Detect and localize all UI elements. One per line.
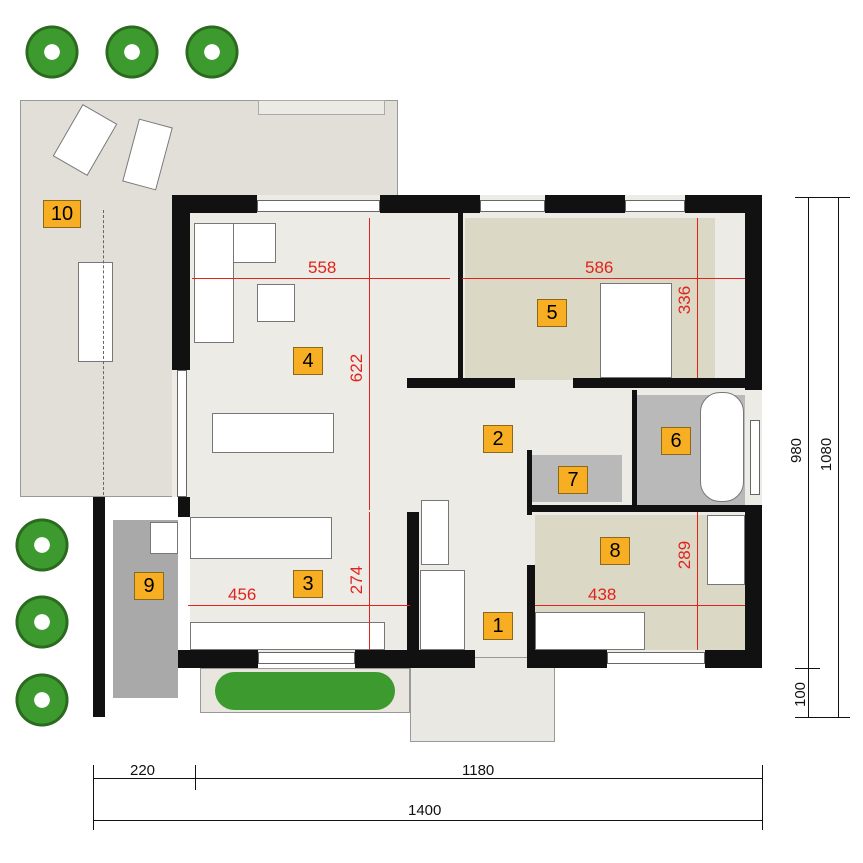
wall <box>178 650 258 668</box>
tree-icon <box>12 515 72 575</box>
dining-table <box>212 413 334 453</box>
window <box>480 200 545 212</box>
porch-depth-label: 100 <box>792 681 810 708</box>
wall <box>745 505 762 657</box>
wall <box>527 450 532 515</box>
living-depth-label: 622 <box>347 353 367 383</box>
dimension-tick <box>93 765 94 830</box>
dimension-line <box>808 197 809 717</box>
wardrobe <box>421 500 449 565</box>
window <box>750 420 760 495</box>
window <box>607 652 705 664</box>
room-label-2: 2 <box>483 425 513 453</box>
wall <box>355 650 475 668</box>
dimension-tick <box>795 197 850 198</box>
wall <box>380 195 480 213</box>
bed <box>600 283 672 378</box>
window <box>258 652 355 664</box>
total-width-label: 1400 <box>408 802 442 819</box>
tree-icon <box>22 22 82 82</box>
dimension-tick <box>195 765 196 790</box>
dimension-tick <box>762 765 763 830</box>
wall <box>93 497 105 717</box>
sofa <box>194 223 234 343</box>
window <box>177 370 187 497</box>
room-label-7: 7 <box>558 466 588 494</box>
room-label-1: 1 <box>483 612 513 640</box>
staircase <box>420 570 465 650</box>
tree-icon <box>182 22 242 82</box>
planter-plants <box>215 672 395 710</box>
wall <box>527 505 762 512</box>
dimension-line <box>838 197 839 717</box>
wall <box>705 650 762 668</box>
room-label-3: 3 <box>293 570 323 598</box>
room-label-6: 6 <box>661 427 691 455</box>
wall <box>172 195 190 370</box>
living-width-label: 558 <box>308 258 337 277</box>
wall <box>407 378 515 388</box>
tree-icon <box>12 670 72 730</box>
kitchen-counter <box>190 622 385 650</box>
bedroom-width-label: 586 <box>585 258 614 277</box>
dimension-line <box>93 820 763 821</box>
kitchen-depth-label: 274 <box>347 565 367 595</box>
room-label-4: 4 <box>293 347 323 375</box>
bedroom-depth-label: 336 <box>675 285 695 315</box>
pergola-line <box>103 210 104 495</box>
kitchen-island <box>190 517 332 559</box>
terrace-table <box>78 262 113 362</box>
dimension-line <box>188 605 410 606</box>
window <box>257 200 380 212</box>
terrace-step <box>258 100 385 115</box>
room-label-9: 9 <box>134 572 164 600</box>
room8-depth-label: 289 <box>675 540 695 570</box>
dimension-line <box>369 512 370 650</box>
tree-icon <box>12 592 72 652</box>
wall <box>545 195 625 213</box>
porch <box>410 657 555 742</box>
wall <box>745 195 762 390</box>
dimension-line <box>535 605 745 606</box>
dimension-line <box>93 778 763 779</box>
room-label-10: 10 <box>43 200 81 228</box>
wall <box>407 512 419 657</box>
wall <box>178 497 190 517</box>
garage-shelf <box>150 522 178 554</box>
room-label-8: 8 <box>600 537 630 565</box>
tree-icon <box>102 22 162 82</box>
dimension-tick <box>795 668 820 669</box>
kitchen-width-label: 456 <box>228 585 257 604</box>
wall <box>573 378 762 388</box>
wall <box>685 195 762 213</box>
coffee-table <box>257 284 295 322</box>
dimension-line <box>462 278 745 279</box>
room-label-5: 5 <box>537 299 567 327</box>
garage-width-label: 220 <box>130 762 156 779</box>
total-depth-label: 1080 <box>818 437 836 472</box>
window <box>625 200 685 212</box>
dimension-tick <box>795 717 850 718</box>
sofa <box>707 515 745 585</box>
dimension-line <box>369 218 370 510</box>
house-width-label: 1180 <box>462 762 495 779</box>
bedroom-floor <box>465 218 715 380</box>
wall <box>458 213 463 378</box>
desk <box>535 612 645 650</box>
house-depth-label: 980 <box>788 437 806 464</box>
dimension-line <box>192 278 450 279</box>
wall <box>527 565 535 657</box>
dimension-line <box>697 512 698 650</box>
dimension-line <box>697 218 698 378</box>
wall <box>172 195 257 213</box>
wall <box>527 650 607 668</box>
bathtub <box>700 392 744 502</box>
room8-width-label: 438 <box>588 585 617 604</box>
wall <box>632 390 637 505</box>
